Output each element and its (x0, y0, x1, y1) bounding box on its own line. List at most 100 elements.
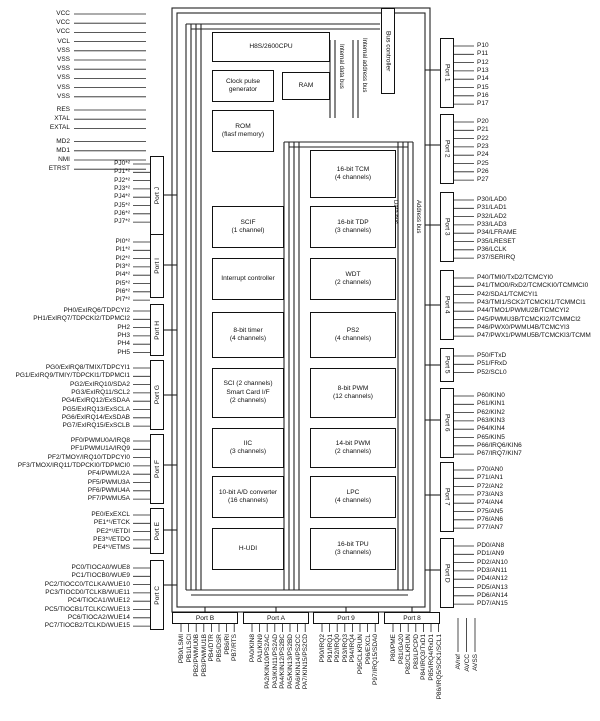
port-c-pin-label: PC4/TIOCA1/WUE12 (67, 597, 130, 605)
port-j-label: Port J (153, 187, 161, 205)
port-p2-pin-label: P24 (477, 151, 489, 159)
port-h-pin-label: PH2 (117, 323, 130, 331)
port-p1-pin-label: P16 (477, 91, 489, 99)
port-p3-pin-label: P31/LAD1 (477, 204, 507, 212)
adc-block: 10-bit A/D converter (16 channels) (212, 476, 284, 518)
port-p9-pin-label: P97/IRQ15/SDA0 (372, 634, 380, 685)
port-j-pin-label: PJ3*² (114, 184, 130, 192)
port-d-pin-label: PD2/AN10 (477, 558, 508, 566)
port-p2-pin-label: P20 (477, 118, 489, 125)
port-p6-pin-label: P67/IRQ7/KIN7 (477, 450, 522, 458)
port-f-pin-label: PF2/TMOY/IRQ10/TDPCYI0 (47, 453, 130, 461)
port-j-pin-label: PJ5*² (114, 201, 130, 209)
port-c-pin-label: PC0/TIOCA0/WUE8 (71, 564, 130, 571)
port-a-pin-label: PA0/KIN8 (249, 634, 256, 663)
port-p4-pin-label: P41/TMO0/RxD2/TCMCKI0/TCMMCI0 (477, 282, 589, 290)
port-p8-pin-label: P82/CLKRUN (405, 634, 413, 675)
analog-pin-label: AVref (455, 654, 462, 670)
power-pin-label: VCC (56, 19, 70, 27)
port-c-pin-label: PC1/TIOCB0/WUE9 (71, 572, 130, 580)
power-pin-label: VSS (56, 46, 70, 54)
port-5: Port 5 (440, 348, 454, 382)
port-p4-pin-label: P40/TMI0/TxD2/TCMCYI0 (477, 274, 553, 281)
port-d-pin-label: PD3/AN11 (477, 566, 508, 574)
port-p1-pin-label: P10 (477, 42, 489, 49)
port-p2-pin-label: P23 (477, 142, 489, 150)
port-d-pin-label: PD0/AN8 (477, 542, 505, 549)
port-g-pin-label: PG6/ExIRQ14/ExSDAB (61, 413, 130, 421)
power-pin-label: VSS (56, 92, 70, 100)
port-7-label: Port 7 (443, 488, 451, 506)
ram-block: RAM (282, 72, 330, 100)
sci-block: SCI (2 channels) Smart Card I/F (2 chann… (212, 368, 284, 418)
port-i-pin-label: PI1*² (115, 246, 130, 254)
port-p3-pin-label: P36/LCLK (477, 245, 507, 253)
port-p3-pin-label: P35/LRESET (477, 237, 516, 245)
port-h-pin-label: PH5 (117, 348, 130, 356)
port-i-pin-label: PI4*² (115, 271, 130, 279)
ps2-block: PS2 (4 channels) (310, 312, 396, 358)
port-p8-pin-label: P80/PME (390, 634, 397, 662)
bus-controller-block: Bus controller (381, 8, 395, 94)
power-pin-label: EXTAL (49, 124, 70, 132)
port-j-pin-label: PJ6*² (114, 209, 130, 217)
port-p9-pin-label: P93/IRQ3 (341, 634, 349, 663)
port-p5-pin-label: P51/FRxD (477, 360, 507, 368)
port-c-pin-label: PC2/TIOCC0/TCLKA/WUE10 (44, 580, 130, 588)
port-b-pin-label: PB7/RTS (231, 634, 239, 661)
port-e-label: Port E (153, 521, 161, 541)
port-p1-pin-label: P13 (477, 66, 489, 74)
power-pin-label: XTAL (54, 115, 70, 123)
port-p8-pin-label: P84/IRQ3/TxD1 (420, 634, 428, 680)
port-8: Port 8 (384, 612, 440, 624)
port-a-pin-label: PA1/KIN9 (256, 634, 264, 663)
port-p9-pin-label: P91/IRQ1 (326, 634, 334, 663)
port-g-pin-label: PG5/ExIRQ13/ExSCLA (62, 405, 130, 413)
port-g-label: Port G (153, 385, 161, 405)
port-p3-pin-label: P30/LAD0 (477, 196, 507, 203)
port-b: Port B (172, 612, 238, 624)
port-p4-pin-label: P42/SDA1/TCMCYI1 (477, 290, 538, 298)
port-p7-pin-label: P77/AN7 (477, 524, 504, 532)
port-p8-pin-label: P86/IRQ5/SCK1/SCL1 (435, 634, 443, 700)
port-e-pin-label: PE3*¹/ETDO (93, 535, 130, 543)
power-pin-label: RES (56, 106, 70, 113)
port-g-pin-label: PG0/ExIRQ8/TMIX/TDPCYI1 (45, 364, 130, 371)
port-p1-pin-label: P14 (477, 75, 489, 83)
port-h-pin-label: PH4 (117, 340, 130, 348)
port-p9-pin-label: P90/IRQ2 (319, 634, 326, 663)
port-p2-pin-label: P22 (477, 134, 489, 142)
port-p8-pin-label: P81/GA20 (397, 634, 405, 664)
port-7: Port 7 (440, 462, 454, 532)
analog-pin-label: AVCC (463, 654, 471, 672)
power-pin-label: VSS (56, 56, 70, 63)
port-f-pin-label: PF4/PWMU2A (87, 470, 130, 478)
port-f-pin-label: PF5/PWMU3A (87, 478, 130, 486)
port-a-pin-label: PA7/KIN15/PS2CD (302, 634, 310, 690)
port-g-pin-label: PG1/ExIRQ9/TMIY/TDPCKI1/TDPMCI1 (15, 372, 131, 380)
port-j-pin-label: PJ1*² (114, 168, 130, 176)
port-f-pin-label: PF1/PWMU1A/IRQ9 (70, 445, 130, 453)
port-p2-pin-label: P27 (477, 176, 489, 184)
power-pin-label: VCL (57, 37, 70, 45)
pwm14-block: 14-bit PWM (2 channels) (310, 428, 396, 468)
internal-data-bus-label: Internal data bus (338, 44, 344, 89)
port-h-label: Port H (153, 320, 161, 340)
port-p7-pin-label: P75/AN5 (477, 507, 504, 515)
tcm-block: 16-bit TCM (4 channels) (310, 150, 396, 198)
tpu-block: 16-bit TPU (3 channels) (310, 528, 396, 570)
port-g-pin-label: PG4/ExIRQ12/ExSDAA (61, 397, 130, 405)
port-p7-pin-label: P72/AN2 (477, 482, 504, 490)
port-p1-pin-label: P15 (477, 83, 489, 91)
port-3: Port 3 (440, 192, 454, 262)
pwm8-block: 8-bit PWM (12 channels) (310, 368, 396, 418)
port-d: Port D (440, 538, 454, 608)
port-h-pin-label: PH1/ExIRQ7/TDPCKI2/TDPMCI2 (33, 315, 130, 323)
port-p7-pin-label: P76/AN6 (477, 515, 504, 523)
port-p7-pin-label: P74/AN4 (477, 499, 504, 507)
port-i-pin-label: PI3*² (115, 262, 130, 270)
port-h-pin-label: PH3 (117, 331, 130, 339)
port-c: Port C (150, 560, 164, 630)
tdp-block: 16-bit TDP (3 channels) (310, 206, 396, 248)
port-p7-pin-label: P71/AN1 (477, 474, 504, 482)
